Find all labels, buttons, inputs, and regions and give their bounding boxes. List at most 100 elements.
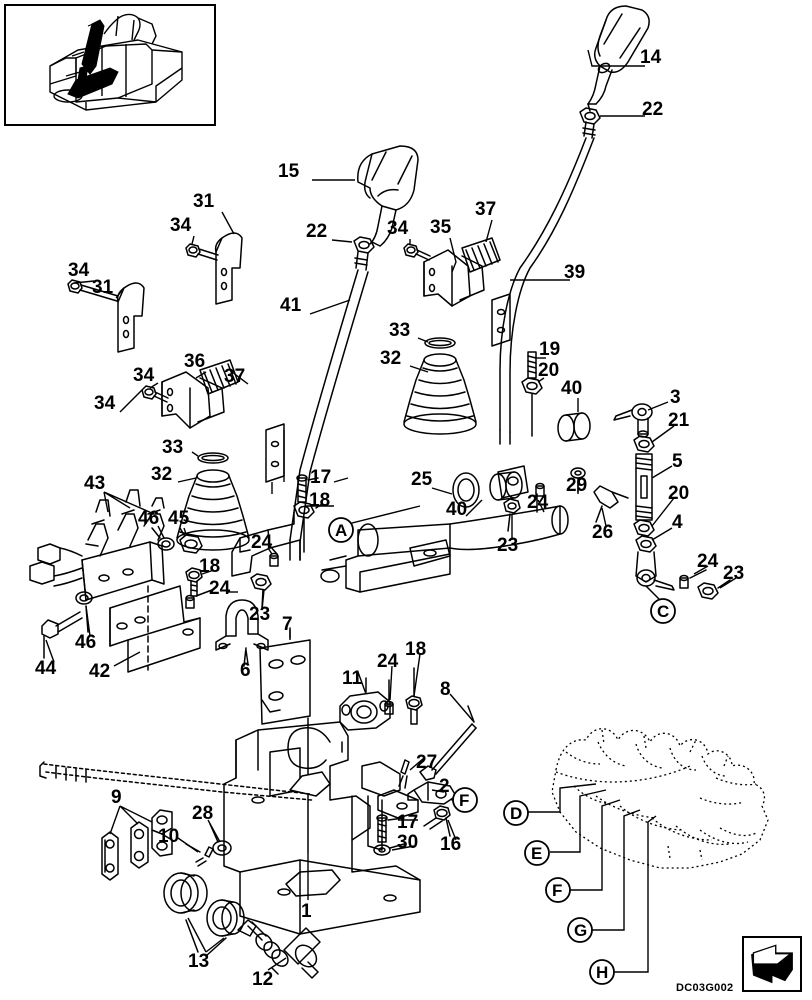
callout-hex-nut: 20 [668, 483, 690, 504]
callout-washer: 46 [75, 632, 97, 653]
callout-stud-bolt: 19 [539, 339, 561, 360]
part-37-pedal-pad-left [199, 359, 239, 395]
part-33-oring-left [197, 452, 229, 464]
callout-cotter-pin: 27 [416, 752, 438, 773]
callout-section-callout-f: F [459, 791, 470, 810]
callout-bolt: 16 [440, 834, 462, 855]
callout-control-lever-knob: 14 [640, 47, 662, 68]
part-31-bracket-rod-lower [116, 282, 145, 353]
part-5-turnbuckle-rod [635, 453, 653, 521]
callout-cotter-pin: 10 [158, 826, 180, 847]
part-32-boot-upper [403, 353, 477, 435]
part-46-washer-upper [151, 527, 175, 551]
callout-washer: 29 [566, 475, 588, 496]
callout-switch-assembly: 43 [84, 473, 106, 494]
callout-linkage-plates: 9 [111, 787, 122, 808]
callout-jam-nut: 21 [668, 410, 690, 431]
callout-lever-grip: 15 [278, 161, 300, 182]
callout-turnbuckle-rod: 5 [672, 451, 683, 472]
callout-section-callout-e: E [531, 844, 543, 863]
callout-mounting-bracket: 42 [89, 661, 111, 682]
callout-washer: 28 [192, 803, 214, 824]
part-35-pedal-arm [423, 249, 485, 307]
part-27-cotter-pin [398, 759, 410, 789]
callout-clevis: 2 [439, 776, 450, 797]
part-20-hex-nut-upper [521, 377, 543, 437]
callout-lock-nut: 23 [723, 563, 745, 584]
part-23-lock-nut-center [503, 498, 521, 532]
callout-washer: 30 [397, 832, 419, 853]
part-23-locknut-right [697, 579, 731, 600]
rod-plate-bracket [491, 293, 511, 347]
part-24-setscrew-left [185, 589, 213, 609]
callout-pedal-pad: 37 [224, 366, 246, 387]
callout-pedal-pad: 37 [475, 199, 497, 220]
part-33-oring-upper [424, 337, 456, 349]
callout-lock-nut: 22 [306, 221, 328, 242]
part-21-jam-nut [633, 435, 655, 453]
callout-lock-nut: 23 [497, 535, 519, 556]
callout-ball-joint-end: 3 [670, 387, 681, 408]
part-11-bearing-housing [339, 677, 391, 731]
callout-bushings: 13 [188, 951, 210, 972]
part-43-switch-assembly [29, 489, 165, 601]
callout-flange-bolt: 34 [133, 365, 155, 386]
drawing-code: DC03G002 [676, 982, 734, 994]
callout-long-pin-bolt: 8 [440, 679, 451, 700]
callout-bracket-rod: 31 [193, 191, 215, 212]
machine-phantom-outline [551, 728, 769, 869]
callout-control-cable: 41 [280, 295, 302, 316]
callout-section-callout-a: A [335, 521, 348, 540]
part-3-ball-joint-upper [613, 403, 653, 438]
callout-long-bolt: 44 [35, 658, 57, 679]
leader-lines [45, 49, 737, 973]
part-44-long-bolt [41, 611, 83, 659]
callout-stud: 17 [310, 467, 332, 488]
part-16-bolt [423, 805, 451, 837]
part-37-pedal-pad-upper [461, 237, 501, 273]
callout-set-screw: 24 [209, 578, 231, 599]
part-1-main-frame [223, 717, 421, 935]
callout-section-callout-c: C [657, 602, 670, 621]
part-12-damper-cylinder [237, 919, 321, 979]
part-17-stud-lower [376, 814, 405, 843]
callout-hex-nut: 18 [309, 490, 331, 511]
part-34-bolt-pedal-upper [403, 243, 431, 261]
callout-set-screw: 24 [251, 532, 273, 553]
callout-set-screw: 24 [527, 492, 549, 513]
callout-lock-nut: 22 [642, 99, 664, 120]
orientation-arrow-box [742, 936, 802, 992]
part-4-ball-joint-lower [635, 535, 675, 591]
callout-ball-joint-end: 4 [672, 512, 683, 533]
callout-flange-bolt: 34 [387, 218, 409, 239]
callout-hex-bolt: 18 [199, 556, 221, 577]
part-24-setscrew-center [535, 482, 545, 513]
callout-section-callout-h: H [596, 963, 609, 982]
part-46-washer-lower [75, 591, 93, 633]
part-36-pedal-bracket [161, 371, 225, 429]
operator-station-inset [4, 4, 216, 126]
callout-set-screw: 24 [697, 551, 719, 572]
callout-bushing: 40 [561, 378, 583, 399]
callout-lock-nut: 23 [249, 604, 271, 625]
part-45-hex-nut [179, 527, 203, 554]
part-14-lever-knob [587, 5, 650, 105]
part-22-lock-nut-left [353, 236, 375, 271]
callout-flange-bolt: 34 [170, 215, 192, 236]
part-34-bolt-pedal-left [141, 385, 169, 403]
callout-pedal-bracket: 36 [184, 351, 206, 372]
section-callout-circles [328, 517, 676, 985]
cable-mount-plate [265, 423, 285, 483]
callout-pedal-arm: 35 [430, 217, 452, 238]
callout-section-callout-d: D [510, 804, 523, 823]
callout-grease-fitting: 26 [592, 522, 614, 543]
callout-plate: 7 [282, 614, 293, 635]
callout-hex-bolt: 18 [405, 639, 427, 660]
part-8-long-pin-bolt [419, 705, 477, 781]
part-25-oil-seal [452, 472, 480, 508]
callout-hex-nut: 45 [168, 508, 190, 529]
part-34-bolt-upper [185, 243, 219, 261]
part-7-plate [259, 627, 311, 725]
hose-fitting [39, 761, 87, 783]
